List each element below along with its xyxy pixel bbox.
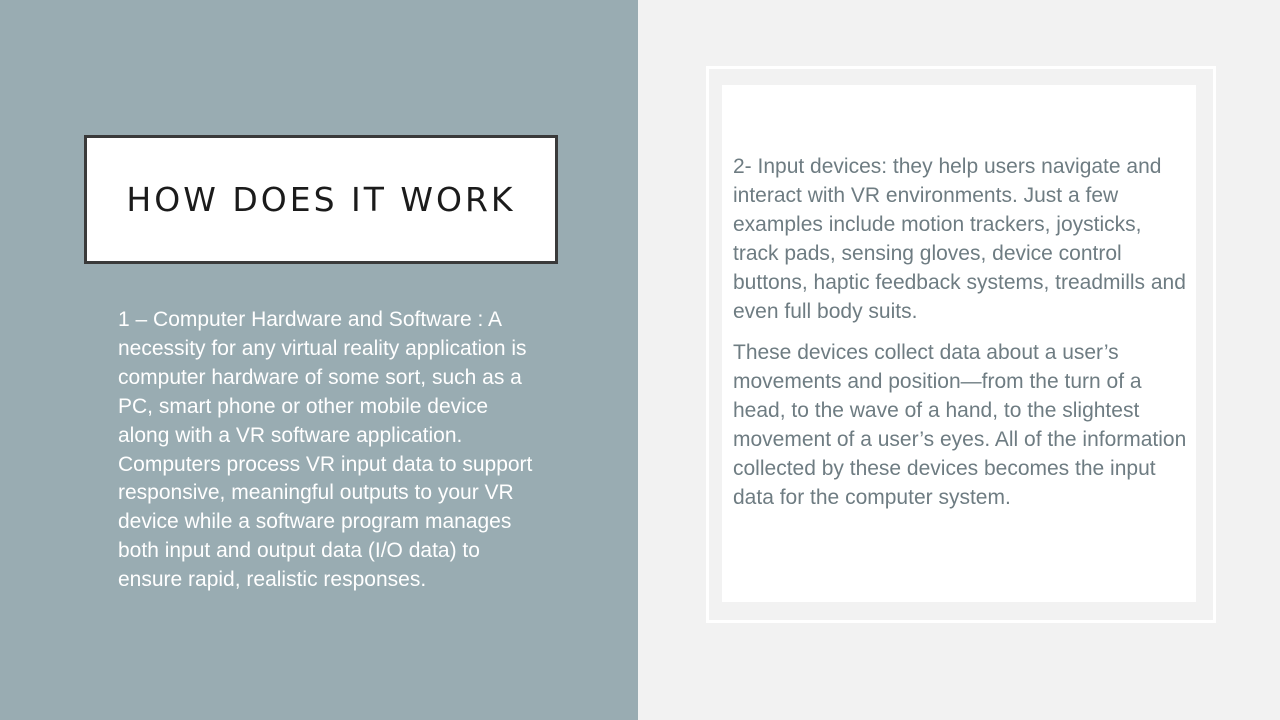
right-body-text: 2- Input devices: they help users naviga…	[733, 153, 1189, 526]
right-frame	[706, 66, 1216, 623]
left-paragraph: 1 – Computer Hardware and Software : A n…	[118, 308, 533, 592]
left-panel	[0, 0, 638, 720]
left-body-text: 1 – Computer Hardware and Software : A n…	[118, 306, 542, 595]
right-paragraph-1: 2- Input devices: they help users naviga…	[733, 155, 1186, 323]
slide-title: How does it work	[126, 180, 516, 219]
title-box: How does it work	[84, 135, 558, 264]
right-paragraph-2: These devices collect data about a user’…	[733, 341, 1187, 509]
right-card	[722, 85, 1196, 602]
